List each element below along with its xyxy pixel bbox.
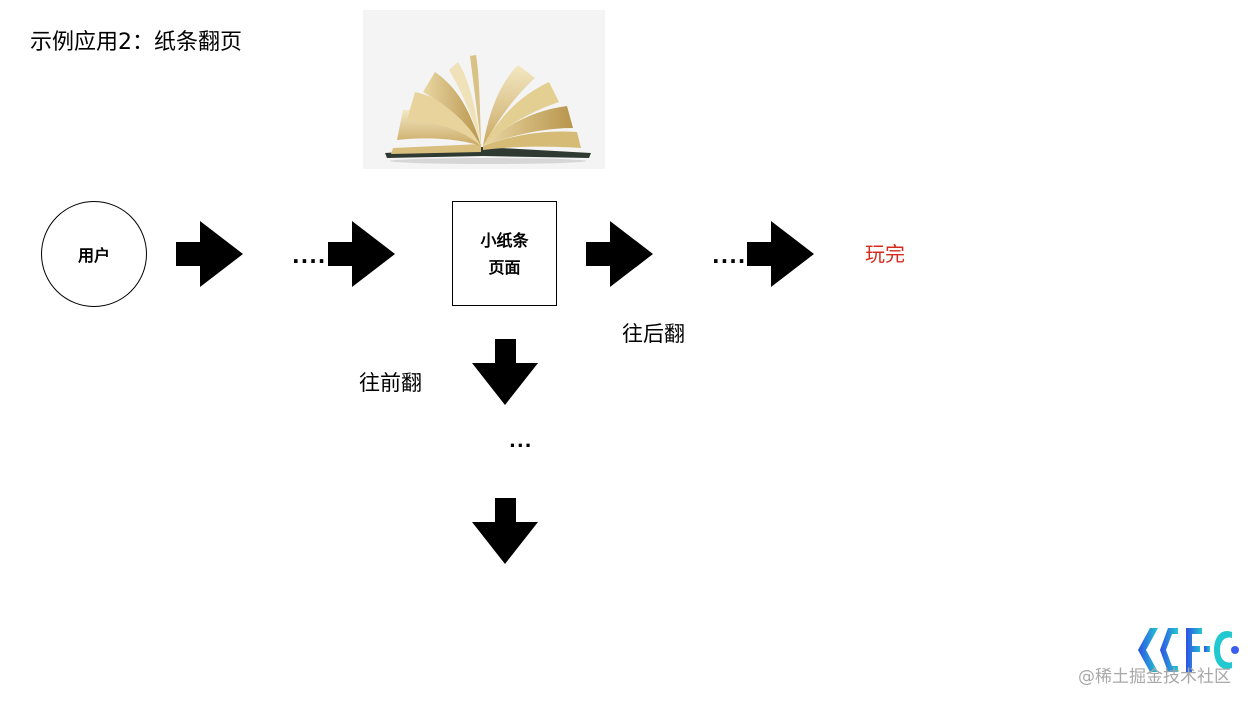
open-book-image <box>363 10 605 169</box>
arrow-right-icon <box>328 221 395 287</box>
arrow-right-icon <box>747 221 814 287</box>
user-node-label: 用户 <box>77 246 110 265</box>
paper-page-node: 小纸条 页面 <box>452 201 557 306</box>
arrow-down-icon <box>472 498 538 564</box>
flip-backward-label: 往后翻 <box>622 322 685 346</box>
user-node: 用户 <box>41 201 147 307</box>
arrow-right-icon <box>176 221 243 287</box>
arrow-down-icon <box>472 339 538 405</box>
end-label: 玩完 <box>865 242 905 266</box>
watermark: @稀土掘金技术社区 <box>1078 667 1231 687</box>
paper-page-label-line1: 小纸条 <box>480 230 529 250</box>
brand-logo-icon <box>1138 628 1239 672</box>
ellipsis-vertical: ... <box>509 431 533 452</box>
flip-forward-label: 往前翻 <box>359 371 422 395</box>
ellipsis-2: .... <box>712 244 747 268</box>
paper-page-label-line2: 页面 <box>488 257 521 277</box>
slide-title: 示例应用2：纸条翻页 <box>30 30 242 55</box>
book-illustration <box>385 55 591 164</box>
ellipsis-1: .... <box>292 244 327 268</box>
arrow-right-icon <box>586 221 653 287</box>
